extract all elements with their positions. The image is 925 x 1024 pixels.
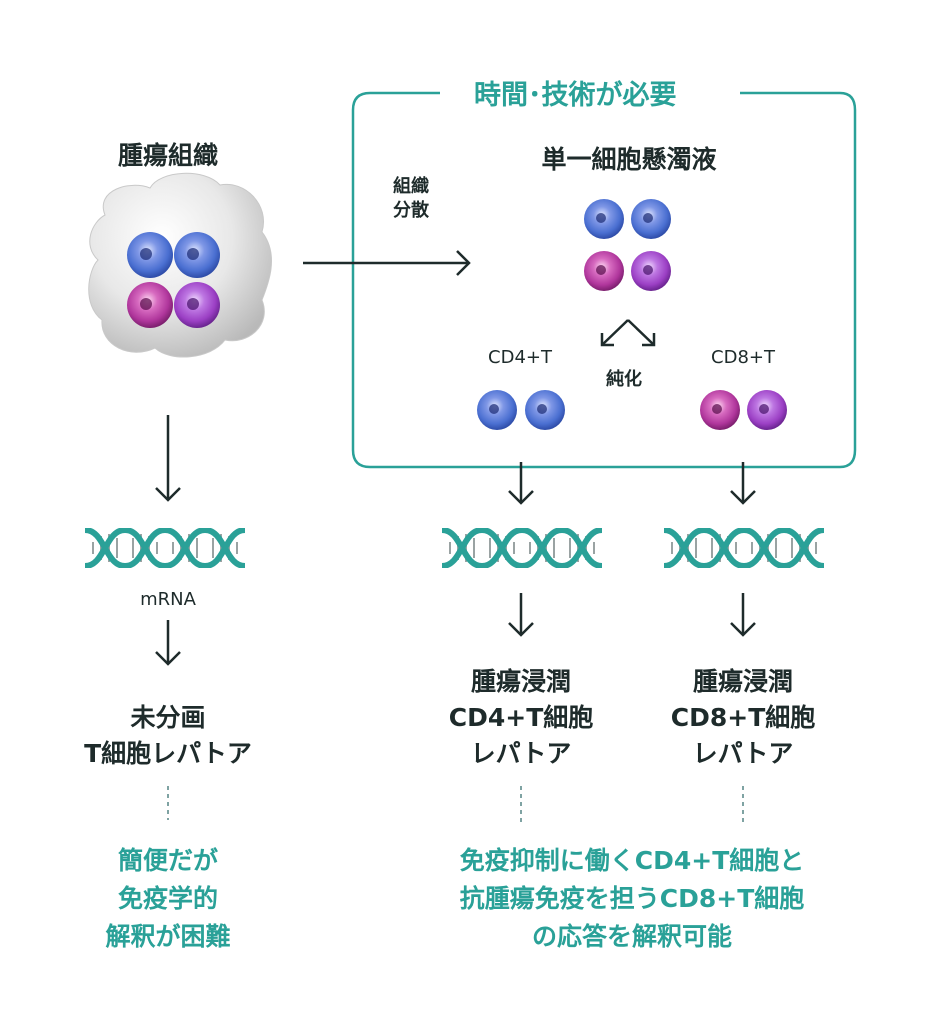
conclusion-right: 免疫抑制に働くCD4+T細胞と 抗腫瘍免疫を担うCD8+T細胞 の応答を解釈可能: [459, 846, 805, 951]
output-cd4-repertoire: 腫瘍浸潤 CD4+T細胞 レパトア: [448, 667, 594, 768]
mrna-helix-mid-icon: [442, 530, 602, 566]
down-arrow-mid-mrna-to-repertoire: [508, 593, 534, 637]
suspension-cells: [584, 199, 671, 291]
suspension-title: 単一細胞懸濁液: [541, 145, 717, 174]
cd8-label: CD8+T: [711, 347, 775, 368]
down-arrow-tissue-to-mrna: [155, 415, 181, 502]
down-arrow-cd8-to-mrna: [730, 462, 756, 505]
time-technique-box: [351, 91, 857, 469]
dissociation-label: 組織 分散: [393, 176, 429, 221]
tumor-tissue-title: 腫瘍組織: [117, 141, 218, 170]
tumor-tissue-image: [88, 172, 272, 358]
down-arrow-cd4-to-mrna: [508, 462, 534, 505]
output-cd8-repertoire: 腫瘍浸潤 CD8+T細胞 レパトア: [670, 667, 816, 768]
cd8-purified-cells: [700, 390, 787, 430]
down-arrow-left-mrna-to-repertoire: [155, 620, 181, 666]
conclusion-left: 簡便だが 免疫学的 解釈が困難: [105, 846, 231, 951]
purification-label: 純化: [606, 369, 642, 390]
mrna-helix-left-icon: [85, 530, 245, 566]
down-arrow-right-mrna-to-repertoire: [730, 593, 756, 637]
output-unfractionated-repertoire: 未分画 T細胞レパトア: [84, 703, 252, 768]
mrna-label: mRNA: [140, 589, 196, 610]
purification-arrows: [600, 319, 656, 347]
dissociation-arrow: [303, 250, 471, 276]
box-title: 時間･技術が必要: [458, 73, 693, 112]
cd4-purified-cells: [477, 390, 565, 430]
mrna-helix-right-icon: [664, 530, 824, 566]
cd4-label: CD4+T: [488, 347, 552, 368]
